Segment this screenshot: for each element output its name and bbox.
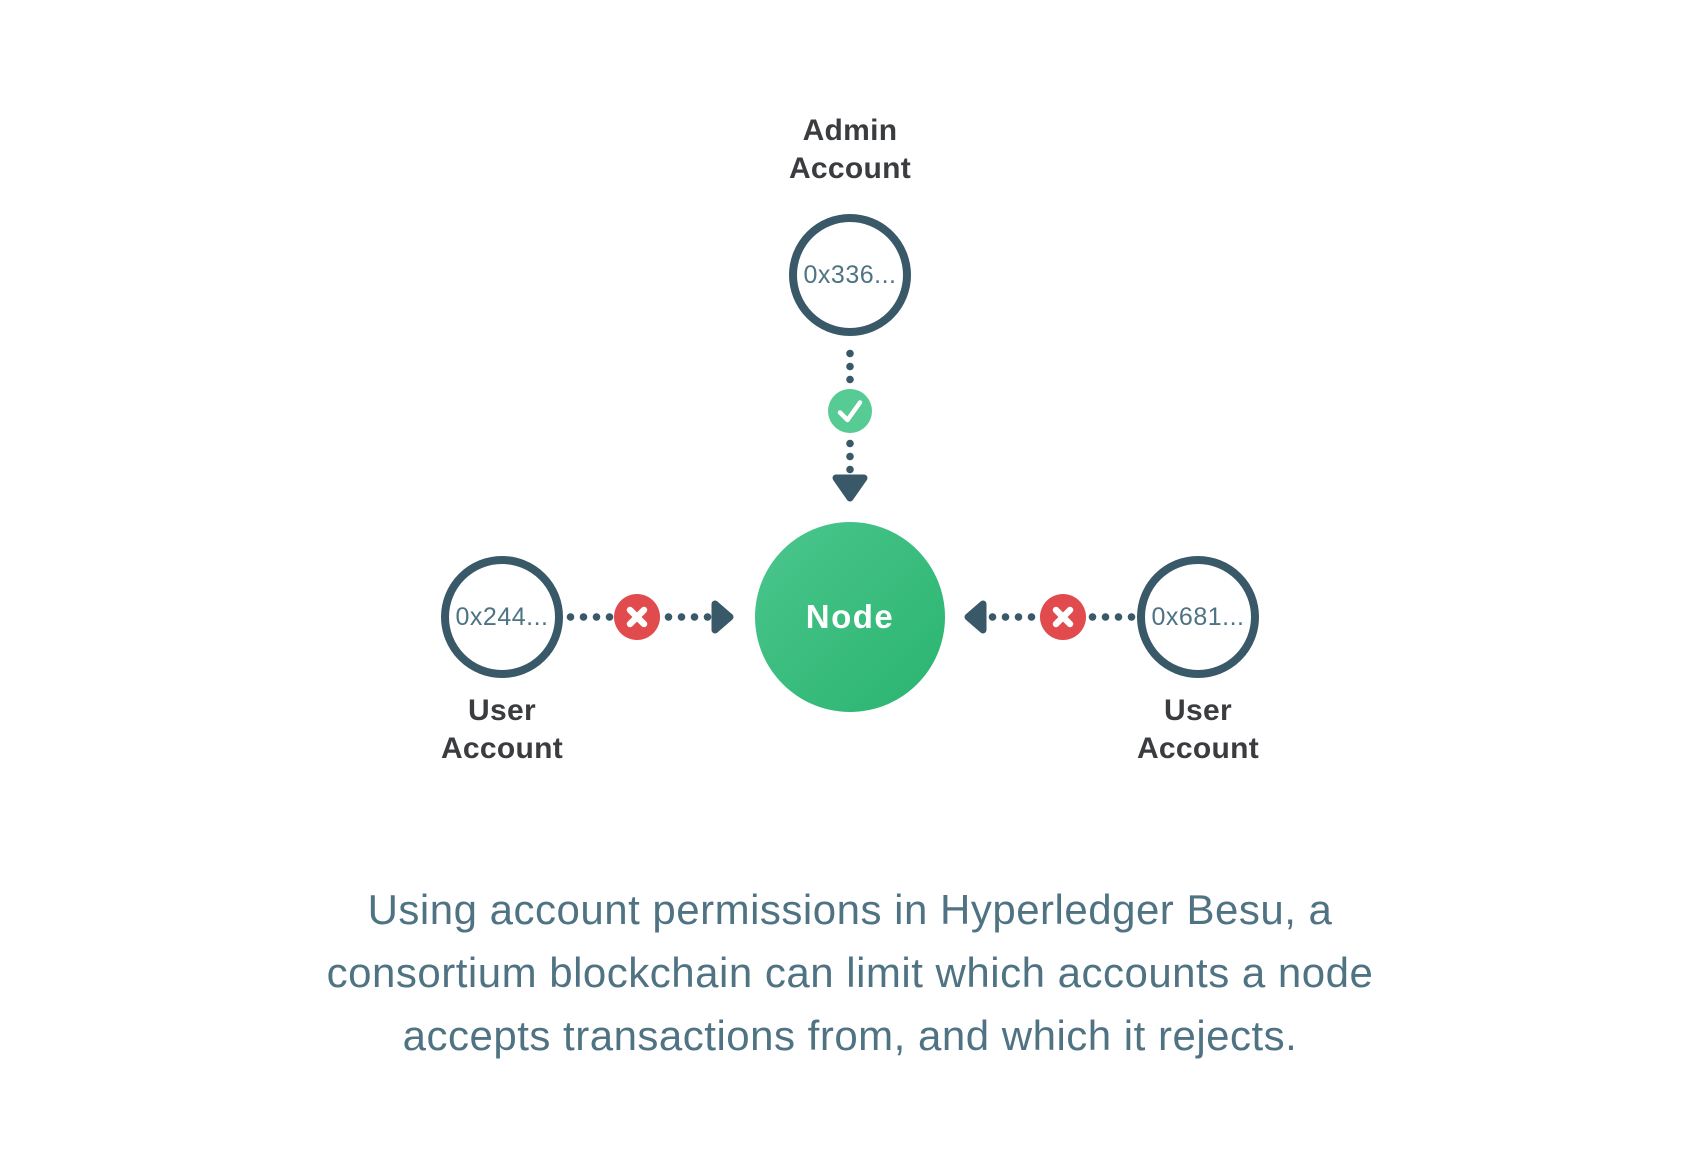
dotted-line-admin-upper [845, 347, 855, 386]
admin-account-label: Admin Account [750, 112, 950, 188]
admin-account-label-line2: Account [788, 152, 912, 185]
user-account-address-right: 0x681... [1151, 602, 1245, 631]
dotted-line-right-outer [1086, 612, 1138, 622]
admin-account-address: 0x336... [803, 260, 897, 289]
dotted-line-admin-lower [845, 437, 855, 476]
user-account-label-right-line1: User [1164, 694, 1232, 727]
x-icon [1040, 594, 1086, 640]
user-account-label-right-line2: Account [1136, 732, 1260, 765]
user-account-circle-left: 0x244... [441, 556, 563, 678]
caption-line-2: consortium blockchain can limit which ac… [326, 949, 1374, 996]
caption-line-3: accepts transactions from, and which it … [402, 1012, 1298, 1059]
user-account-label-left-line2: Account [440, 732, 564, 765]
caption: Using account permissions in Hyperledger… [0, 878, 1700, 1067]
dotted-line-left-inner [662, 612, 714, 622]
node-label: Node [805, 598, 895, 635]
x-glyph [626, 606, 648, 628]
user-account-label-left-line1: User [468, 694, 536, 727]
arrow-left-icon [964, 600, 987, 634]
dotted-line-left-outer [564, 612, 616, 622]
user-account-circle-right: 0x681... [1137, 556, 1259, 678]
arrow-down-icon [832, 474, 868, 502]
admin-account-label-line1: Admin [802, 114, 898, 147]
x-glyph [1052, 606, 1074, 628]
user-account-label-left: User Account [402, 692, 602, 768]
node-circle: Node [755, 522, 945, 712]
dotted-line-right-inner [986, 612, 1038, 622]
admin-account-circle: 0x336... [789, 214, 911, 336]
user-account-address-left: 0x244... [455, 602, 549, 631]
check-icon [828, 389, 872, 433]
user-account-label-right: User Account [1098, 692, 1298, 768]
arrow-right-icon [711, 600, 734, 634]
check-glyph [837, 400, 863, 423]
caption-line-1: Using account permissions in Hyperledger… [367, 886, 1333, 933]
x-icon [614, 594, 660, 640]
